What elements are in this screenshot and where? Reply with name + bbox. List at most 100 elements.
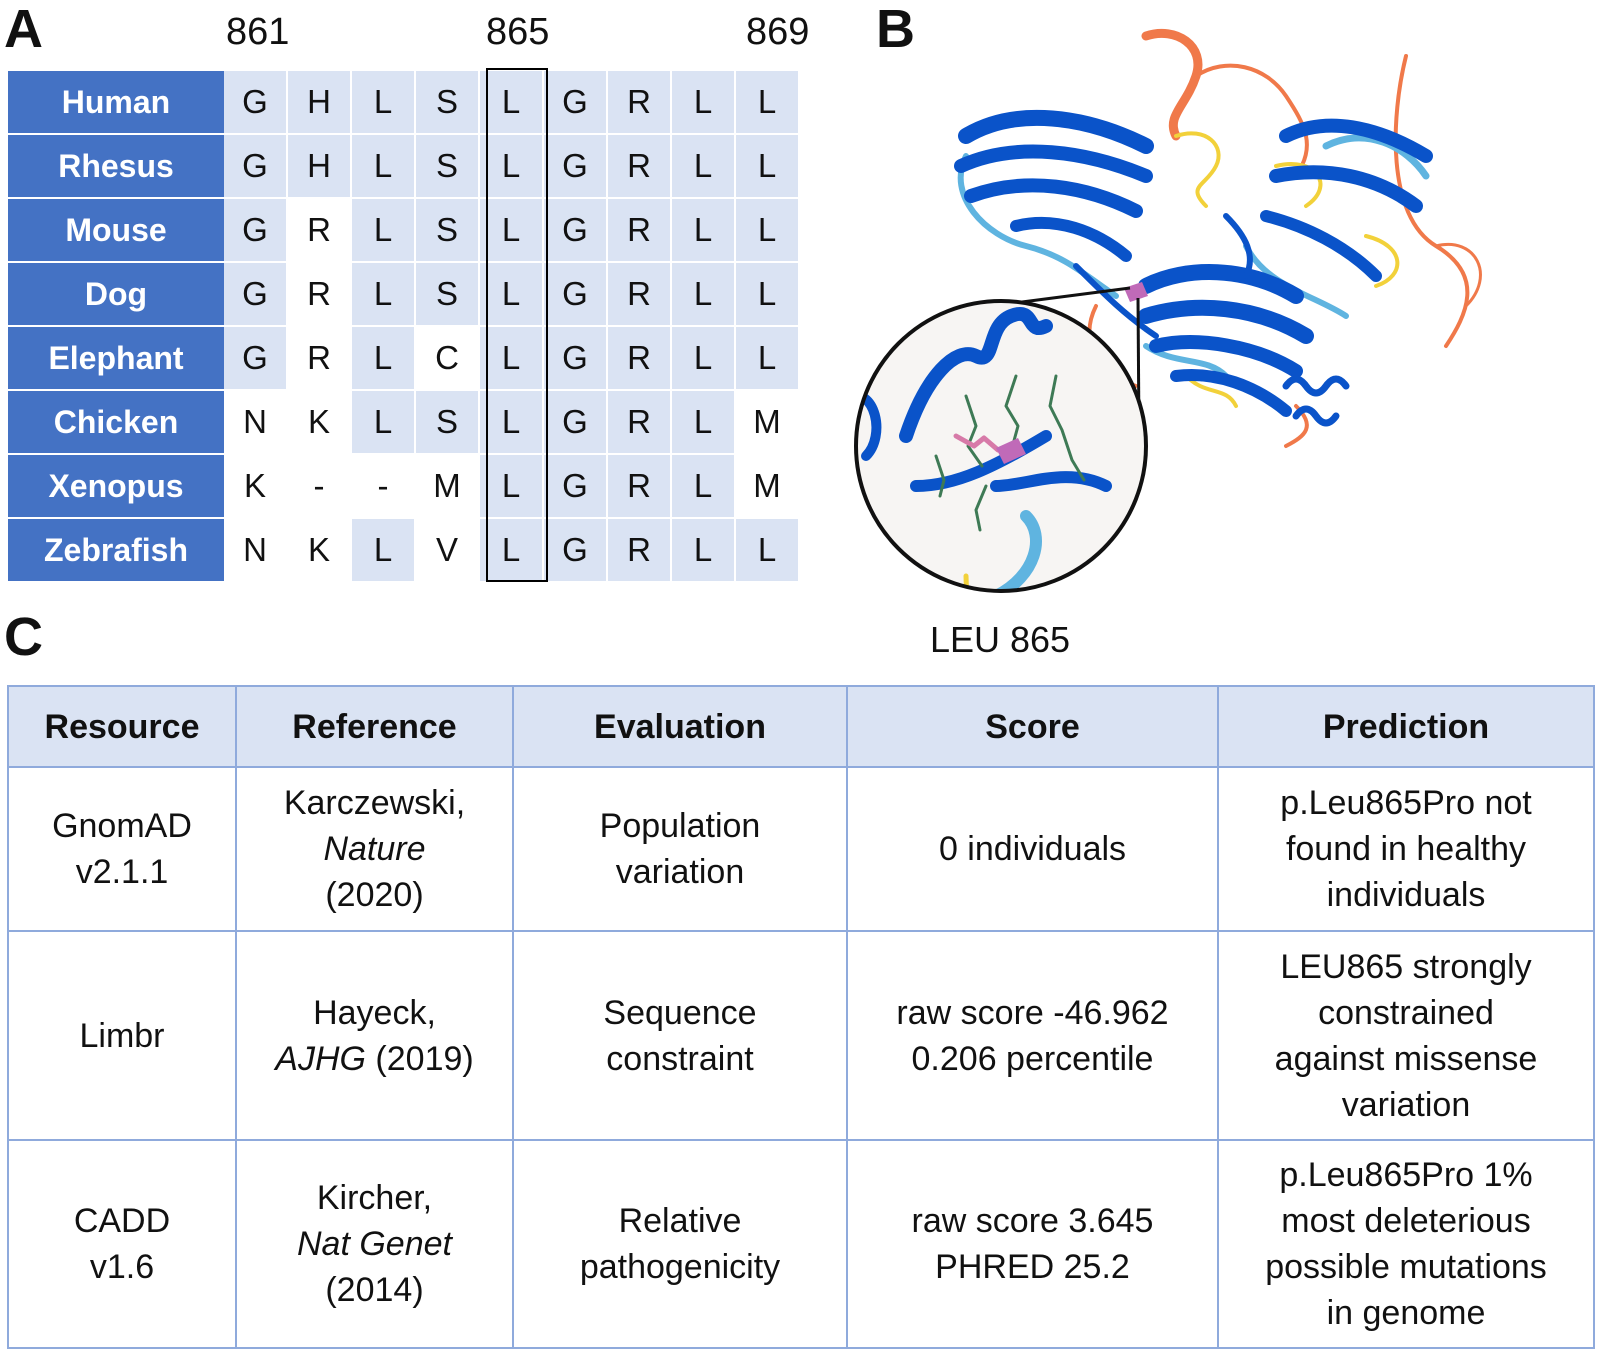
cell-resource: CADD v1.6 xyxy=(7,1139,237,1349)
table-row-limbr: Limbr Hayeck, AJHG (2019) Sequence const… xyxy=(7,930,1595,1141)
residue-cell: G xyxy=(544,519,606,581)
residue-cell: L xyxy=(480,391,542,453)
species-label: Dog xyxy=(8,263,224,325)
residue-cell: L xyxy=(736,519,798,581)
residue-cell: G xyxy=(544,455,606,517)
cell-resource: Limbr xyxy=(7,930,237,1141)
coil-very-high-1 xyxy=(1073,263,1159,339)
residue-cell: R xyxy=(608,199,670,261)
residue-cell: L xyxy=(352,327,414,389)
resource-line: GnomAD xyxy=(52,807,192,845)
resource-line: v1.6 xyxy=(89,1248,155,1286)
table-header-row: Resource Reference Evaluation Score Pred… xyxy=(7,685,1595,768)
score-line: raw score -46.962 xyxy=(896,993,1169,1032)
residue-cell: L xyxy=(736,199,798,261)
residue-cell: L xyxy=(480,327,542,389)
header-score: Score xyxy=(846,685,1219,768)
inset-loop-low xyxy=(963,573,989,591)
coil-very-high-2 xyxy=(1223,213,1253,279)
sheet-very-high-11 xyxy=(1170,369,1292,417)
header-resource: Resource xyxy=(7,685,237,768)
residue-cell: S xyxy=(416,199,478,261)
position-label-861: 861 xyxy=(226,11,290,53)
residue-cell: L xyxy=(736,263,798,325)
residue-cell: M xyxy=(753,403,781,440)
sheet-very-high-6 xyxy=(1269,165,1423,213)
table-row-cadd: CADD v1.6 Kircher, Nat Genet (2014) Rela… xyxy=(7,1139,1595,1349)
sheet-very-high-10 xyxy=(1149,335,1303,378)
header-evaluation: Evaluation xyxy=(512,685,848,768)
residue-cell: M xyxy=(753,467,781,504)
residue-cell: L xyxy=(480,455,542,517)
residue-cell: H xyxy=(288,71,350,133)
cell-score: raw score -46.962 0.206 percentile xyxy=(846,930,1219,1141)
sheet-very-high-5 xyxy=(1279,118,1433,163)
loop-very-low-3 xyxy=(1393,54,1470,348)
residue-cell: S xyxy=(416,391,478,453)
residue-cell: C xyxy=(435,339,459,376)
sheet-very-high-9 xyxy=(1138,299,1314,344)
residue-cell: R xyxy=(608,455,670,517)
sheet-very-high-1 xyxy=(958,109,1154,154)
inset-leu865-highlight xyxy=(996,438,1026,464)
residue-cell: S xyxy=(416,71,478,133)
prediction-line: most deleterious xyxy=(1281,1202,1531,1240)
resource-line: Limbr xyxy=(79,1016,165,1055)
inset-sidechain-2 xyxy=(1004,374,1020,450)
cell-prediction: LEU865 strongly constrained against miss… xyxy=(1217,930,1595,1141)
cell-reference: Hayeck, AJHG (2019) xyxy=(235,930,514,1141)
residue-cell: L xyxy=(672,135,734,197)
residue-cell: G xyxy=(224,263,286,325)
residue-cell: N xyxy=(243,403,267,440)
header-reference: Reference xyxy=(235,685,514,768)
loop-low-1 xyxy=(1174,131,1221,208)
residue-cell: L xyxy=(736,327,798,389)
header-prediction: Prediction xyxy=(1217,685,1595,768)
inset-sidechain-5 xyxy=(974,484,988,532)
prediction-line: possible mutations xyxy=(1265,1248,1547,1286)
prediction-line: against missense xyxy=(1274,1039,1538,1078)
inset-sidechain-4 xyxy=(934,454,946,498)
cell-prediction: p.Leu865Pro 1% most deleterious possible… xyxy=(1217,1139,1595,1349)
species-label: Mouse xyxy=(8,199,224,261)
residue-cell: L xyxy=(480,263,542,325)
inset-label: LEU 865 xyxy=(929,619,1071,660)
evaluation-line: Sequence xyxy=(603,993,757,1032)
prediction-line: variation xyxy=(1341,1085,1471,1124)
residue-cell: S xyxy=(416,135,478,197)
reference-year: (2020) xyxy=(325,876,424,914)
residue-cell: S xyxy=(416,263,478,325)
inset-border xyxy=(854,299,1148,593)
species-label: Rhesus xyxy=(8,135,224,197)
panel-label-c: C xyxy=(4,607,43,667)
residue-cell: L xyxy=(736,135,798,197)
panel-label-b: B xyxy=(876,0,915,59)
evaluation-line: Population xyxy=(599,807,761,845)
prediction-line: constrained xyxy=(1318,993,1494,1032)
residue-cell: R xyxy=(608,71,670,133)
cell-reference: Karczewski, Nature (2020) xyxy=(235,766,514,932)
residue-cell: L xyxy=(352,199,414,261)
residue-cell: G xyxy=(544,327,606,389)
reference-year: (2019) xyxy=(375,1039,474,1078)
sheet-very-high-7 xyxy=(1260,210,1382,282)
score-line: 0 individuals xyxy=(938,830,1127,868)
sheet-very-high-4 xyxy=(1010,216,1132,262)
score-line: 0.206 percentile xyxy=(911,1039,1154,1078)
residue-cell: R xyxy=(307,339,331,376)
reference-author: Kircher, xyxy=(316,1179,433,1217)
inset-zoom xyxy=(854,299,1148,593)
residue-cell: L xyxy=(480,199,542,261)
residue-cell: L xyxy=(480,71,542,133)
cell-evaluation: Population variation xyxy=(512,766,848,932)
cell-prediction: p.Leu865Pro not found in healthy individ… xyxy=(1217,766,1595,932)
residue-cell: L xyxy=(352,391,414,453)
residue-cell: L xyxy=(672,71,734,133)
residue-cell: R xyxy=(307,211,331,248)
cell-reference: Kircher, Nat Genet (2014) xyxy=(235,1139,514,1349)
prediction-line: individuals xyxy=(1326,876,1486,914)
residue-cell: L xyxy=(352,71,414,133)
helix-very-high-1 xyxy=(1282,375,1350,397)
evaluation-line: Relative xyxy=(618,1202,742,1240)
residue-cell: L xyxy=(352,135,414,197)
